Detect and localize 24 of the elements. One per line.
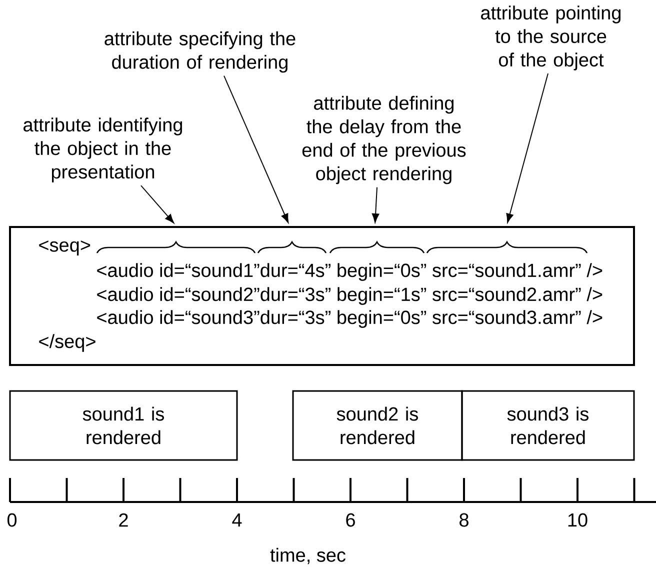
tick-label: 6: [346, 513, 355, 527]
annotation-text: attribute pointing to the source of the object: [481, 6, 620, 70]
arrow: [224, 75, 289, 224]
code-line: <audio id=“sound2”dur=“3s” begin=“1s” src=“sound2.amr” />: [97, 287, 602, 305]
code-line: <audio id=“sound3”dur=“3s” begin=“0s” src=“sound3.amr” />: [97, 310, 602, 328]
annotation-text: attribute identifying the object in the presentation: [24, 118, 182, 182]
arrow: [372, 186, 380, 223]
arrow: [140, 185, 174, 224]
tick-label: 10: [568, 513, 588, 527]
timeline-box: sound2 is rendered: [292, 390, 463, 461]
tick-label: 0: [7, 513, 17, 527]
code-line: <seq>: [39, 240, 90, 256]
timeline-box: sound3 is rendered: [461, 390, 635, 461]
code-line: </seq>: [39, 334, 96, 352]
tick-label: 2: [119, 513, 128, 527]
annotation-text: attribute defining the delay from the end of the previous object rendering: [302, 96, 466, 184]
timeline-box: sound1 is rendered: [9, 390, 238, 461]
code-box: [9, 226, 635, 366]
tick-label: 8: [460, 513, 468, 527]
axis-title: time, sec: [270, 548, 346, 564]
code-line: <audio id=“sound1”dur=“4s” begin=“0s” src=“sound1.amr” />: [97, 263, 602, 281]
tick-label: 4: [232, 513, 242, 527]
arrow: [506, 73, 548, 223]
annotation-text: attribute specifying the duration of rendering: [104, 31, 296, 73]
